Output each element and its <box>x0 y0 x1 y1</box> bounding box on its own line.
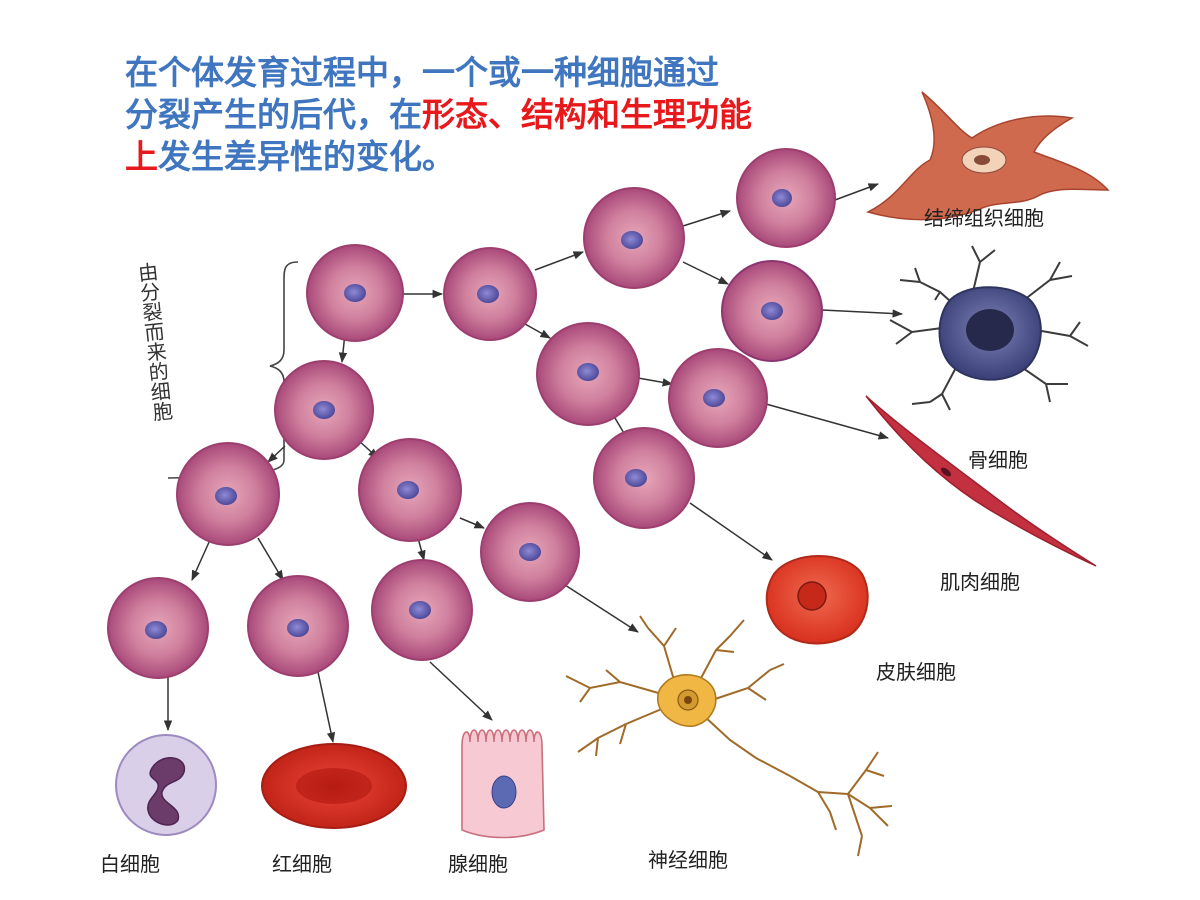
cell <box>358 438 462 542</box>
white-blood-cell <box>115 734 217 836</box>
cell <box>583 187 685 289</box>
label-connective-tissue-cell: 结缔组织细胞 <box>924 206 1044 230</box>
muscle-cell <box>865 395 1097 567</box>
cell <box>593 427 695 529</box>
highlight-morphology: 形态、结构和生理功能 <box>422 95 752 134</box>
label-skin-cell: 皮肤细胞 <box>876 660 956 684</box>
cell <box>443 247 537 341</box>
cell <box>536 322 640 426</box>
cell <box>736 148 836 248</box>
bone-cell <box>889 245 1089 411</box>
label-bone-cell: 骨细胞 <box>968 448 1028 472</box>
skin-cell <box>765 555 869 645</box>
caption-line-2: 分裂产生的后代，在形态、结构和生理功能 <box>125 95 752 134</box>
cell <box>371 559 473 661</box>
connective-tissue-cell <box>865 91 1110 221</box>
label-white-blood-cell: 白细胞 <box>100 852 160 876</box>
cell <box>176 442 280 546</box>
label-gland-cell: 腺细胞 <box>448 852 508 876</box>
cell <box>668 348 768 448</box>
highlight-on: 上 <box>125 137 158 176</box>
caption-line-3: 上发生差异性的变化。 <box>125 137 455 176</box>
cell <box>721 260 823 362</box>
definition-text: 在个体发育过程中，一个或一种细胞通过 分裂产生的后代，在形态、结构和生理功能 上… <box>125 52 805 178</box>
label-red-blood-cell: 红细胞 <box>272 852 332 876</box>
cell <box>274 360 374 460</box>
label-nerve-cell: 神经细胞 <box>648 848 728 872</box>
gland-cell <box>461 729 545 839</box>
caption-line-1: 在个体发育过程中，一个或一种细胞通过 <box>125 53 719 92</box>
cell <box>480 502 580 602</box>
nerve-cell <box>565 615 893 857</box>
cell <box>306 244 404 342</box>
cell <box>107 577 209 679</box>
dividing-cells <box>107 148 836 679</box>
cell <box>247 575 349 677</box>
label-muscle-cell: 肌肉细胞 <box>940 570 1020 594</box>
red-blood-cell <box>261 743 407 829</box>
